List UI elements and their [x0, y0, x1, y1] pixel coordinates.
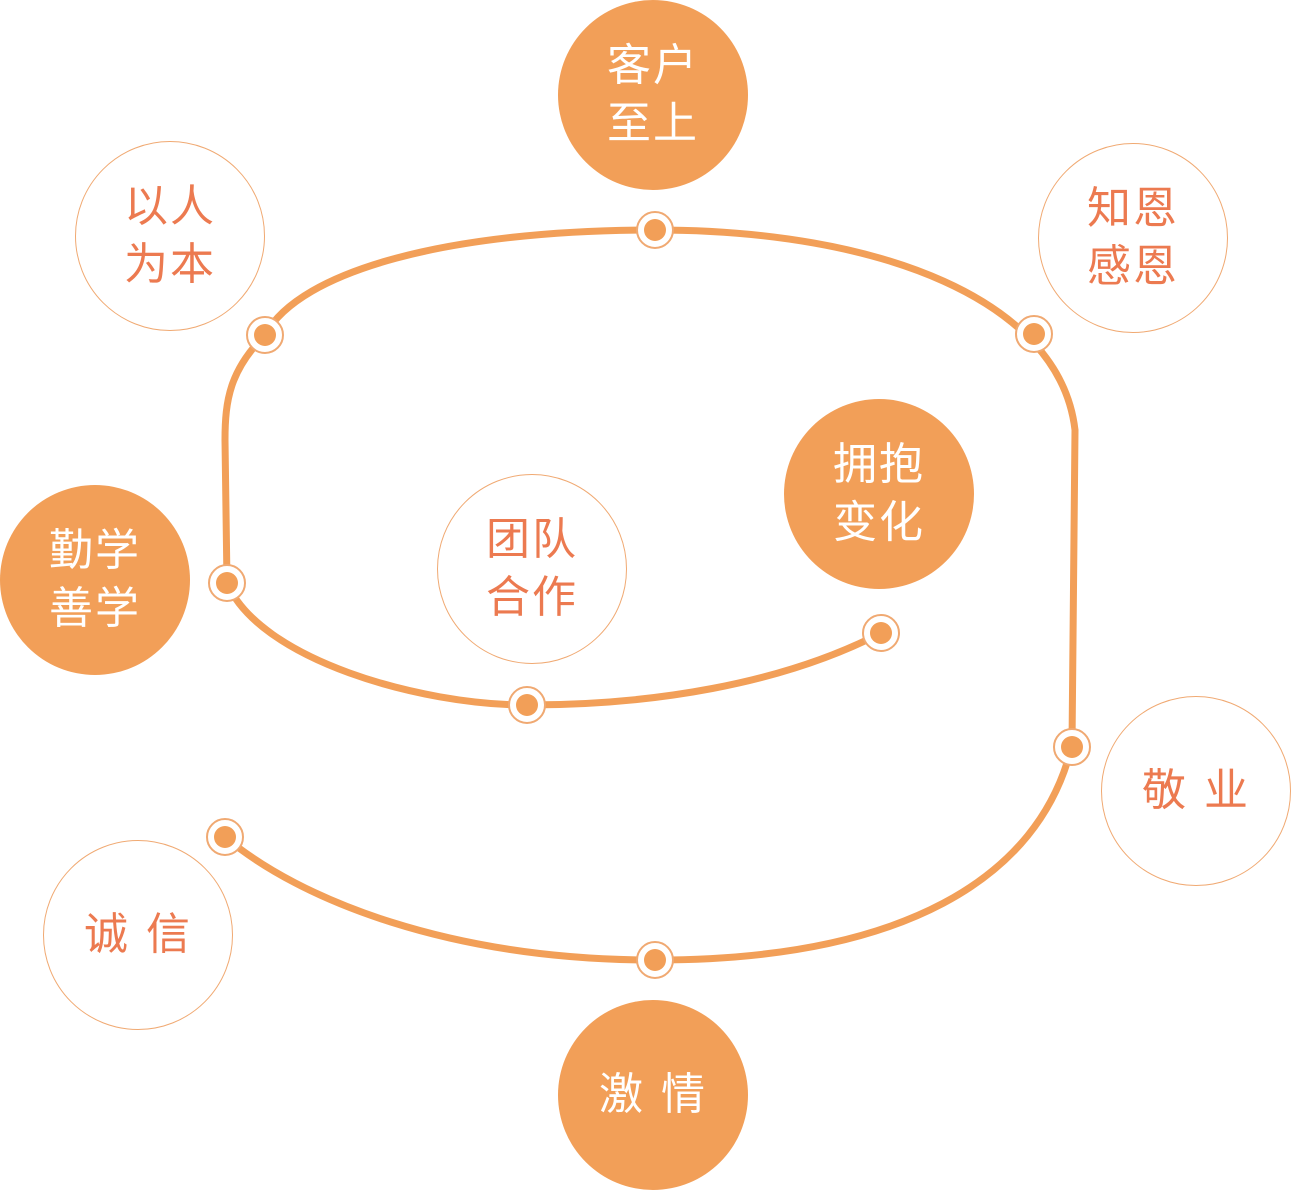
node-label: 团队 合作 — [486, 514, 578, 623]
node-label: 敬 业 — [1142, 765, 1250, 816]
node-teamwork: 团队 合作 — [437, 474, 627, 664]
node-label: 客户 至上 — [607, 40, 699, 149]
path-marker — [636, 211, 674, 249]
path-marker — [1015, 315, 1053, 353]
node-label: 知恩 感恩 — [1087, 183, 1179, 292]
node-dedication: 敬 业 — [1101, 696, 1291, 886]
node-label: 激 情 — [599, 1069, 707, 1120]
node-label: 以人 为本 — [124, 181, 216, 290]
node-embrace-change: 拥抱 变化 — [784, 399, 974, 589]
node-passion: 激 情 — [558, 1000, 748, 1190]
path-marker — [1053, 728, 1091, 766]
path-marker — [862, 614, 900, 652]
node-label: 诚 信 — [84, 909, 192, 960]
node-label: 拥抱 变化 — [833, 439, 925, 548]
node-customer-first: 客户 至上 — [558, 0, 748, 190]
path-marker — [206, 818, 244, 856]
node-label: 勤学 善学 — [49, 525, 141, 634]
path-marker — [508, 686, 546, 724]
node-integrity: 诚 信 — [43, 840, 233, 1030]
path-marker — [246, 316, 284, 354]
node-diligent-learning: 勤学 善学 — [0, 485, 190, 675]
node-gratitude: 知恩 感恩 — [1038, 143, 1228, 333]
path-marker — [636, 941, 674, 979]
path-marker — [208, 564, 246, 602]
node-people-oriented: 以人 为本 — [75, 141, 265, 331]
